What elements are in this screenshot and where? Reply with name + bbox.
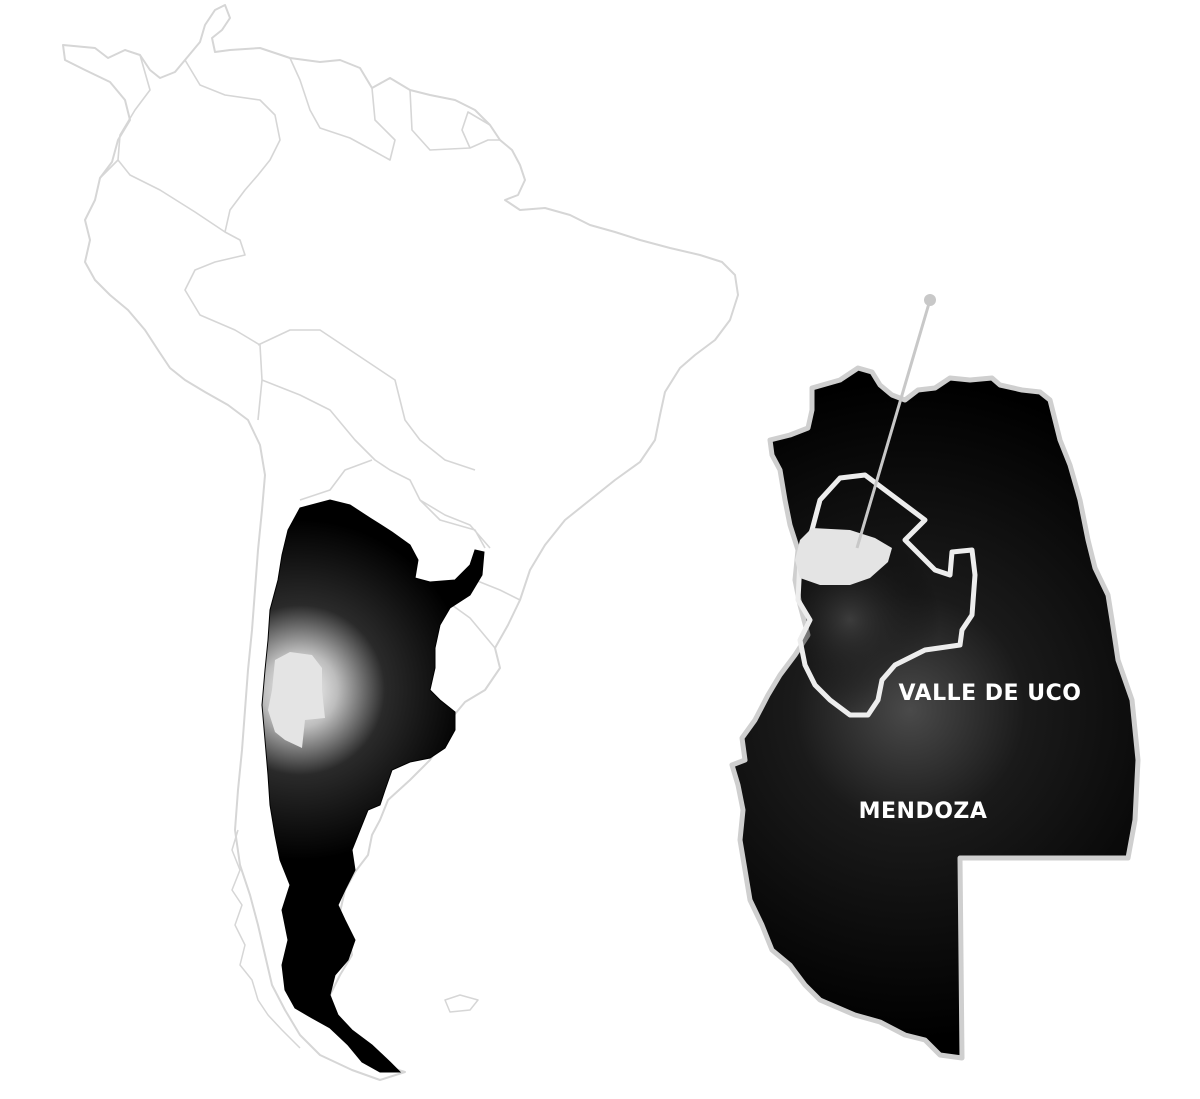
location-pointer-line [855, 299, 932, 549]
valle-de-uco-highlight [795, 528, 892, 585]
argentina-shape [261, 499, 485, 1073]
south-america-map [62, 4, 739, 1081]
label-valle-de-uco: VALLE DE UCO [899, 681, 1082, 706]
argentina-region [261, 499, 485, 1073]
valle-de-uco-outline [795, 472, 978, 718]
continent-outline [62, 4, 739, 1081]
mendoza-province-highlight [268, 652, 325, 748]
mendoza-detail-map: VALLE DE UCO MENDOZA [729, 294, 1141, 1061]
location-pointer-dot [924, 294, 936, 306]
border-lines [99, 54, 521, 649]
label-mendoza: MENDOZA [859, 799, 988, 824]
coast-islands [231, 829, 479, 1049]
mendoza-province-shape [729, 365, 1141, 1061]
